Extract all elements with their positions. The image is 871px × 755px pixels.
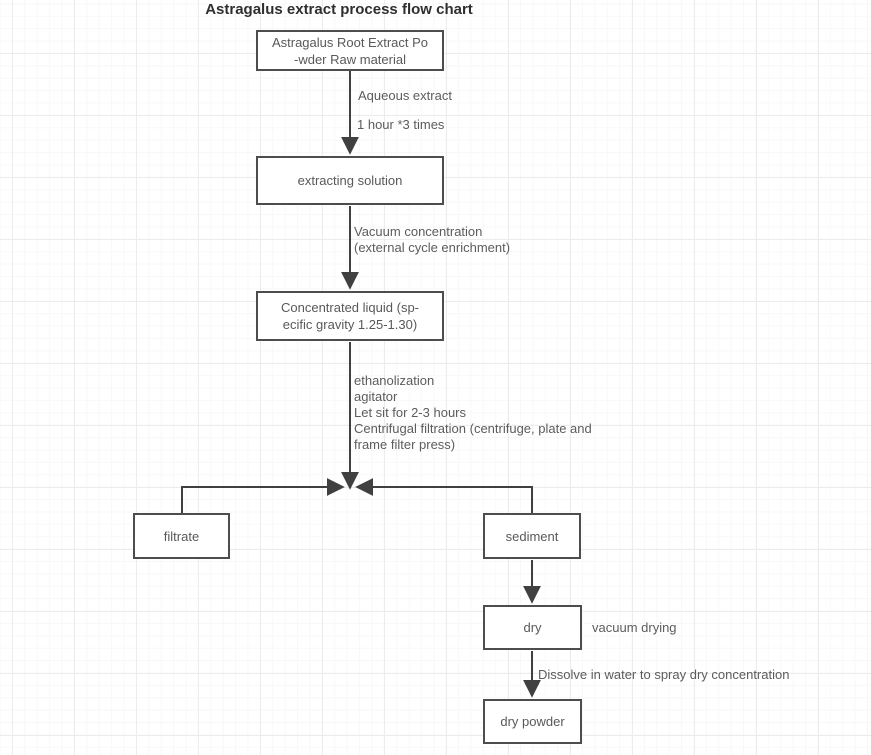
edge-label-ethanolization-steps: ethanolization agitator Let sit for 2-3 … — [354, 373, 592, 452]
node-concentrated-liquid[interactable]: Concentrated liquid (sp- ecific gravity … — [256, 291, 444, 341]
edge-label-aqueous-extract: Aqueous extract — [358, 88, 452, 103]
page-title: Astragalus extract process flow chart — [205, 1, 473, 18]
edge-label-dissolve: Dissolve in water to spray dry concentra… — [538, 667, 790, 682]
connector-filtrate-branch — [181, 478, 345, 513]
node-extracting-solution[interactable]: extracting solution — [256, 156, 444, 205]
connector-sediment-branch — [355, 478, 533, 513]
node-dry-powder[interactable]: dry powder — [483, 699, 582, 744]
edge-label-vacuum-concentration: Vacuum concentration (external cycle enr… — [354, 224, 511, 255]
edge-label-vacuum-drying: vacuum drying — [592, 620, 677, 635]
edge-label-duration: 1 hour *3 times — [357, 117, 445, 132]
node-filtrate[interactable]: filtrate — [133, 513, 230, 559]
node-sediment[interactable]: sediment — [483, 513, 581, 559]
node-dry[interactable]: dry — [483, 605, 582, 650]
node-raw-material[interactable]: Astragalus Root Extract Po -wder Raw mat… — [256, 30, 444, 71]
